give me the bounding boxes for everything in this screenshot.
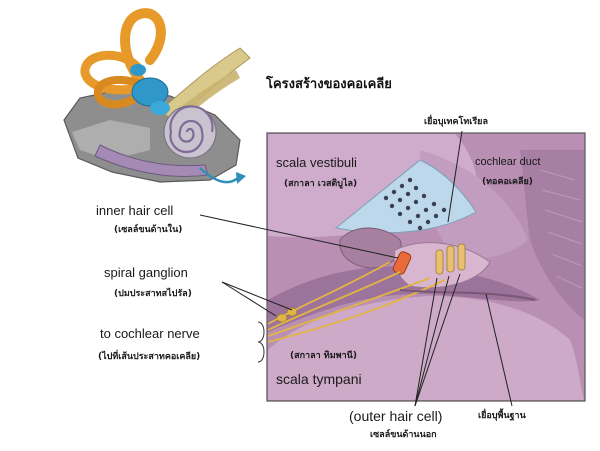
label-scala-vestibuli: scala vestibuli [276,155,357,170]
utricle [130,64,146,76]
saccule [150,101,170,115]
label-outer-hair-cell-th: เซลล์ขนด้านนอก [370,430,437,440]
housing-shade [72,120,150,160]
bony-shelf [268,266,540,332]
semicircular-canal-2 [80,50,145,95]
vestibule [131,77,169,107]
cochlea-spiral [169,105,214,154]
label-basilar-membrane: เยื่อบุพื้นฐาน [478,411,526,421]
cross-section [266,132,586,402]
leader-lines [199,130,513,407]
label-cochlear-duct: cochlear duct [475,156,541,168]
label-scala-vestibuli-th: (สกาลา เวสติบูไล) [284,179,358,189]
label-tectorial-membrane: เยื่อบุเทคโทเรียล [424,117,488,127]
label-cochlear-nerve-th: (ไปที่เส้นประสาทคอเคลีย) [98,352,201,362]
diagram-title: โครงสร้างของคอเคลีย [266,77,392,92]
section-arrow [199,167,239,184]
semicircular-canal-3 [94,75,154,109]
label-scala-tympani: scala tympani [276,371,362,387]
basilar-membrane-line [399,289,536,301]
label-scala-tympani-th: (สกาลา ทิมพานี) [290,351,357,361]
label-cochlear-duct-th: (ทอคอเคลีย) [482,177,533,187]
label-cochlear-nerve: to cochlear nerve [100,326,200,341]
label-spiral-ganglion: spiral ganglion [104,265,188,280]
label-outer-hair-cell: (outer hair cell) [349,408,443,424]
ligament-streaks [539,169,583,289]
section-arrow-head [236,172,246,184]
stereocilia-rows [383,177,447,231]
nerve-fibers [267,261,446,343]
outer-hair-cells [435,243,466,275]
label-inner-hair-cell: inner hair cell [96,203,174,218]
label-inner-hair-cell-th: (เซลล์ขนด้านใน) [114,225,183,235]
spiral-ligament [520,150,584,320]
label-spiral-ganglion-th: (ปมประสาทสไปรัล) [114,289,192,299]
inner-ear-illustration [63,8,251,184]
